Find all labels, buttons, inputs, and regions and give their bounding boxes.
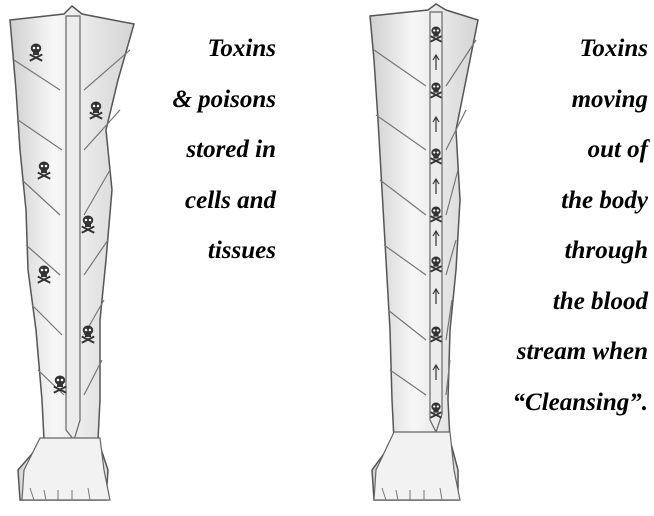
caption-line: moving	[513, 75, 648, 126]
caption-line: “Cleansing”.	[513, 378, 648, 429]
caption-line: the body	[513, 176, 648, 227]
caption-line: cells and	[172, 176, 276, 227]
caption-line: Toxins	[513, 24, 648, 75]
caption-toxins-stored: Toxins & poisons stored in cells and tis…	[172, 24, 276, 277]
caption-line: stream when	[513, 327, 648, 378]
caption-line: Toxins	[172, 24, 276, 75]
caption-line: tissues	[172, 226, 276, 277]
caption-toxins-cleansing: Toxins moving out of the body through th…	[513, 24, 648, 428]
leg-toxins-cleansing-illustration	[360, 0, 490, 516]
caption-line: & poisons	[172, 75, 276, 126]
caption-line: the blood	[513, 277, 648, 328]
caption-line: stored in	[172, 125, 276, 176]
caption-line: through	[513, 226, 648, 277]
leg-toxins-stored-illustration	[0, 0, 180, 516]
caption-line: out of	[513, 125, 648, 176]
